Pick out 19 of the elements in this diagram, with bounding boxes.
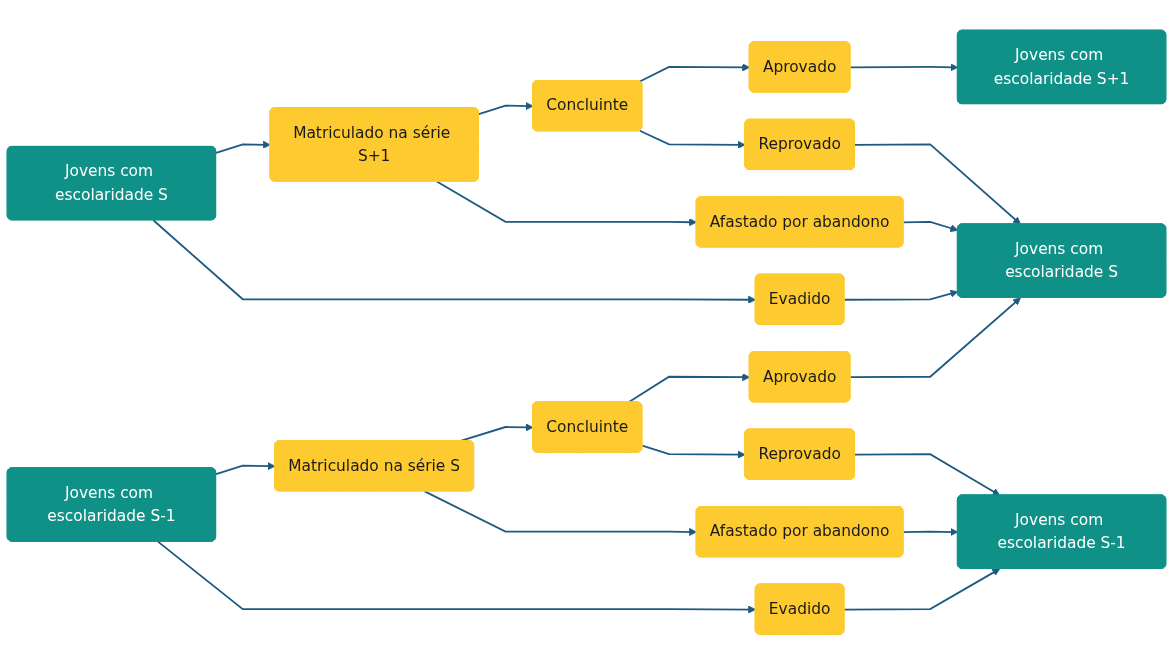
arrow [902,527,959,536]
arrow [843,289,959,301]
arrow [853,143,1021,225]
arrow [641,444,746,459]
arrow [215,461,276,475]
arrow [435,180,697,226]
arrow [843,568,1001,611]
arrow [627,372,751,403]
arrow [157,540,757,614]
arrow [638,63,751,83]
arrow [849,63,959,71]
arrow [853,453,1001,496]
arrow [423,490,697,536]
arrow [849,297,1021,378]
arrow [902,220,959,232]
arrow [638,129,746,149]
arrow [215,140,271,154]
arrow [477,101,534,115]
arrow [152,219,757,304]
